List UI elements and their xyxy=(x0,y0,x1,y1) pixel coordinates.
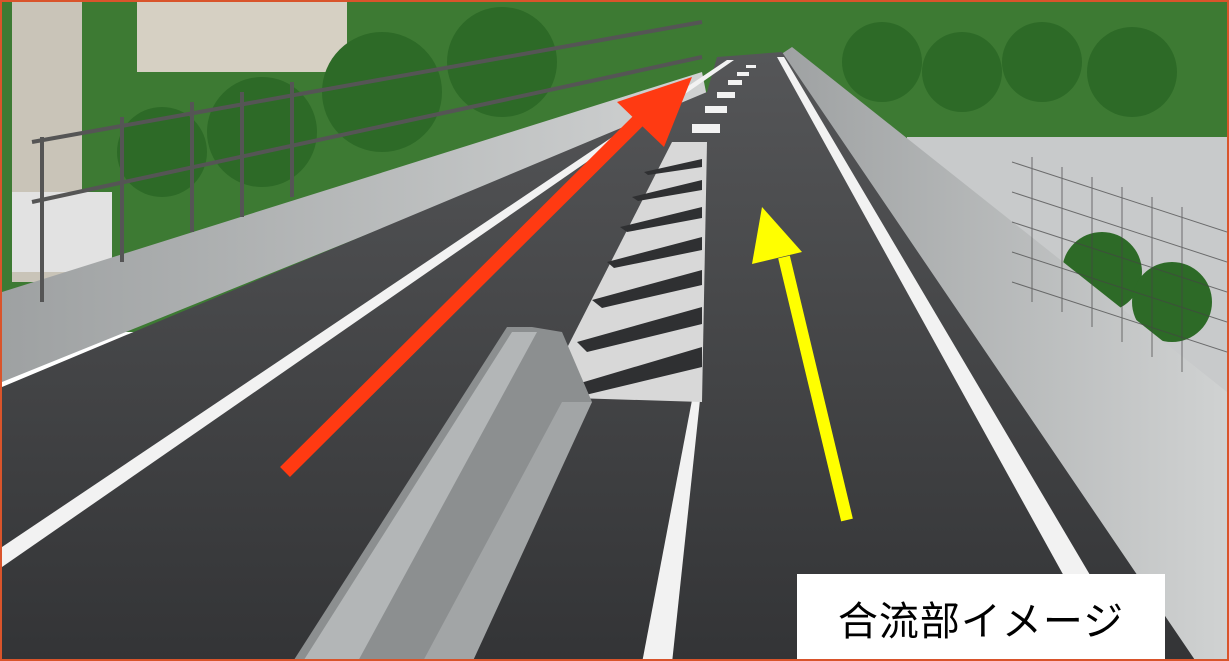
right-barrier xyxy=(777,47,1227,659)
main-lane-arrow xyxy=(280,77,692,477)
caption-label: 合流部イメージ xyxy=(797,574,1165,659)
chevron-markings xyxy=(542,142,707,402)
lane-markings xyxy=(2,57,1140,659)
median-barrier xyxy=(294,327,592,659)
right-fence xyxy=(1011,157,1227,372)
merge-lane-arrow xyxy=(752,207,853,522)
left-railing xyxy=(31,20,703,302)
left-barrier xyxy=(2,72,707,382)
